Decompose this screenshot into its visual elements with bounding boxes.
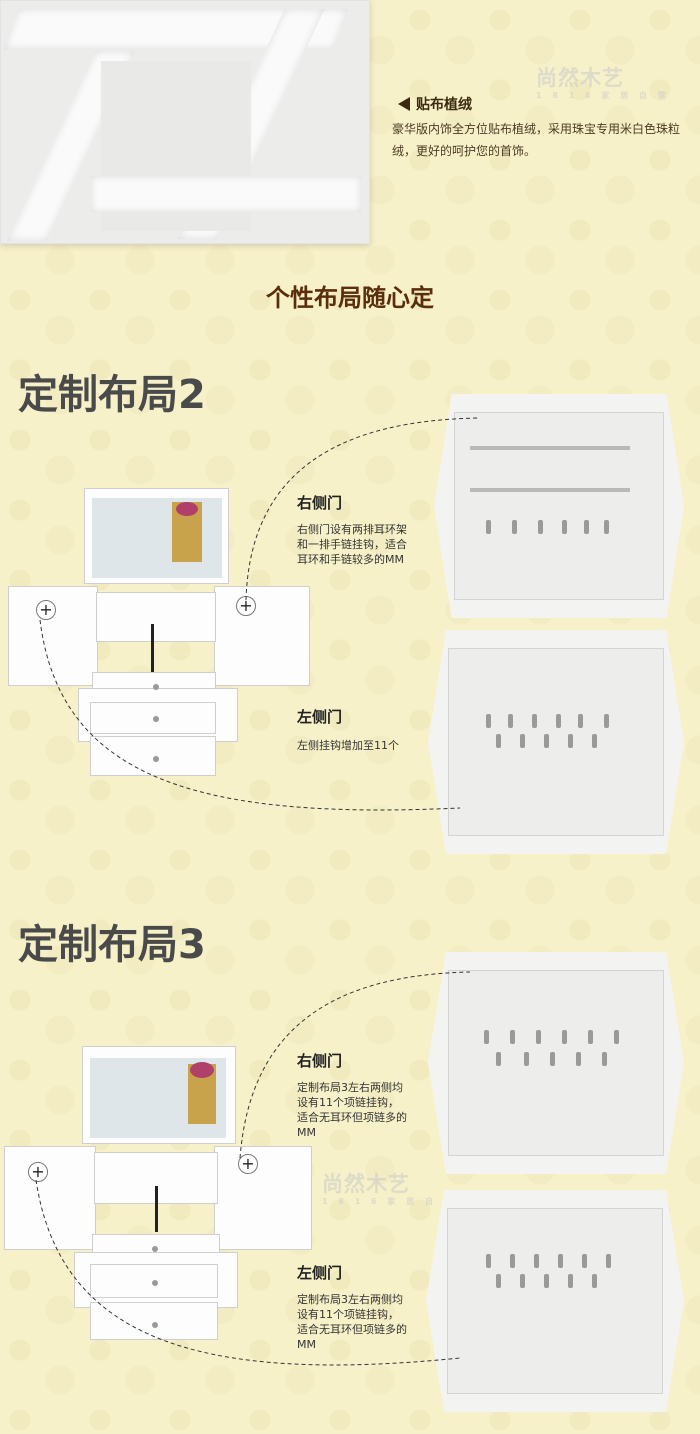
feature-title-text: 贴布植绒 [416, 97, 472, 113]
layout2-left-door-desc: 左侧挂钩增加至11个 [297, 739, 399, 752]
plus-icon: + [236, 596, 256, 616]
jewelry-box-illustration: + + [4, 1046, 314, 1342]
layout2-left-door-label: 左侧门 [297, 708, 343, 726]
feature-title: 贴布植绒 [398, 94, 472, 114]
plus-icon: + [36, 600, 56, 620]
layout3-right-door-label: 右侧门 [297, 1052, 343, 1070]
plus-icon: + [28, 1162, 48, 1182]
layout3-title: 定制布局3 [18, 922, 206, 968]
left-door-closeup [426, 1190, 684, 1412]
layout3-right-door-desc: 定制布局3左右两侧均设有11个项链挂钩，适合无耳环但项链多的MM [297, 1081, 407, 1139]
right-door-closeup [434, 394, 684, 618]
feature-description: 豪华版内饰全方位贴布植绒，采用珠宝专用米白色珠粒绒，更好的呵护您的首饰。 [392, 122, 681, 158]
left-door-closeup [428, 630, 684, 854]
layout2-right-door-label: 右侧门 [297, 494, 343, 512]
layout2-title: 定制布局2 [18, 372, 206, 418]
section-heading: 个性布局随心定 [266, 284, 434, 312]
tray-photo [0, 0, 370, 244]
layout3-left-door-desc: 定制布局3左右两侧均设有11个项链挂钩，适合无耳环但项链多的MM [297, 1293, 407, 1351]
right-door-closeup [428, 952, 684, 1174]
layout3-left-door-label: 左侧门 [297, 1264, 343, 1282]
arrow-left-icon [398, 97, 410, 111]
jewelry-box-illustration: + + [8, 488, 310, 778]
layout2-right-door-desc: 右侧门设有两排耳环架和一排手链挂钩，适合耳环和手链较多的MM [297, 523, 407, 566]
plus-icon: + [238, 1154, 258, 1174]
